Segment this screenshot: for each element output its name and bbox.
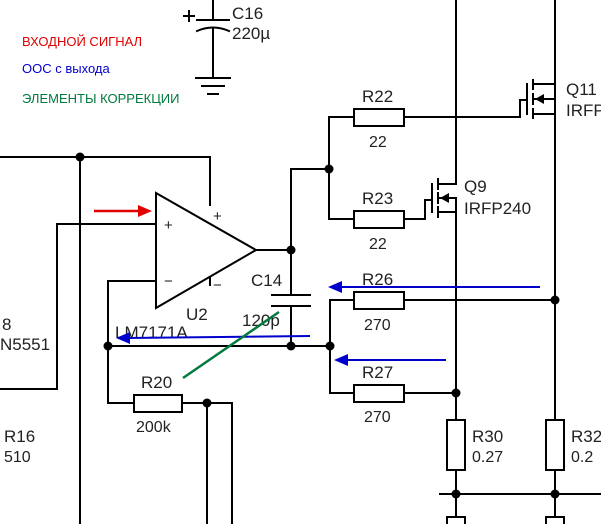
feedback-arrow-r27 [334,354,446,366]
opamp-minus-input: − [164,273,173,290]
c14-value: 120p [242,311,280,330]
feedback-arrow-node [116,332,311,344]
r16-value: 510 [4,449,31,466]
r20-value: 200k [136,419,172,436]
opamp-u2 [155,191,259,310]
q11-ref: Q11 [566,80,597,99]
q9-ref: Q9 [464,177,487,196]
r23-value: 22 [369,236,387,253]
r16-ref: R16 [4,427,35,446]
mosfet-q11 [519,79,556,123]
r32-ref: R32 [571,427,601,446]
r22-ref: R22 [362,87,393,106]
opamp-plus-input: + [164,217,173,234]
legend-input-signal: ВХОДНОЙ СИГНАЛ [22,34,142,49]
r22-value: 22 [369,134,387,151]
r27-ref: R27 [362,363,393,382]
resistor-r30 [446,419,466,471]
r23-ref: R23 [362,189,393,208]
r20-ref: R20 [141,373,172,392]
correction-marker-line [182,310,280,380]
capacitor-c14 [271,294,311,307]
r26-ref: R26 [362,270,393,289]
junctions [75,152,560,499]
left-transistor-value-fragment: N5551 [0,335,50,354]
q9-value: IRFP240 [464,199,531,218]
resistor-r20 [133,394,183,413]
resistor-r26 [353,291,405,310]
q11-value: IRFP [566,101,601,120]
r30-value: 0.27 [472,449,503,466]
opamp-minus-supply: − [213,277,222,294]
c16-ref: C16 [232,4,263,23]
capacitor-c16 [183,0,231,95]
resistor-bottom-right [545,516,565,524]
u2-ref: U2 [186,305,208,324]
c16-value: 220µ [232,24,270,43]
r27-value: 270 [364,409,391,426]
legend-feedback: ООС с выхода [22,61,110,76]
opamp-plus-supply: + [213,208,222,225]
r30-ref: R30 [472,427,503,446]
left-transistor-ref-fragment: 8 [2,315,11,334]
resistor-r27 [353,384,405,403]
c14-ref: C14 [251,271,282,290]
r32-value: 0.2 [571,449,593,466]
legend-correction: ЭЛЕМЕНТЫ КОРРЕКЦИИ [22,91,180,106]
resistor-bottom-left [446,516,466,524]
input-signal-arrow [94,205,152,217]
resistor-r22 [353,108,405,127]
r26-value: 270 [364,317,391,334]
feedback-arrow-r26 [328,281,540,293]
resistor-r23 [353,210,405,229]
resistor-r32 [545,419,565,471]
mosfet-q9 [424,172,457,223]
